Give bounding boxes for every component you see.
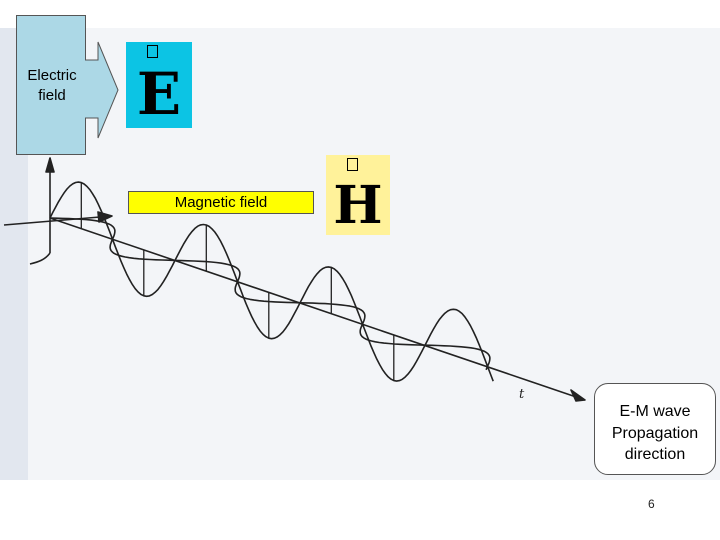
electric-field-label: Electric field [20, 66, 84, 106]
propagation-direction-label: E-M wave Propagation direction [596, 401, 714, 466]
magnetic-field-label: Magnetic field [128, 191, 314, 214]
callout-arrow-shape [84, 40, 120, 140]
vector-accent-icon [147, 45, 158, 58]
slide-page-number: 6 [648, 497, 655, 511]
magnetic-field-symbol: H [326, 179, 390, 233]
electric-symbol-box: E [126, 42, 192, 128]
time-axis-label: t [519, 387, 524, 402]
vector-accent-icon [347, 158, 358, 171]
electric-field-symbol: E [126, 64, 192, 124]
magnetic-symbol-box: H [326, 155, 390, 235]
